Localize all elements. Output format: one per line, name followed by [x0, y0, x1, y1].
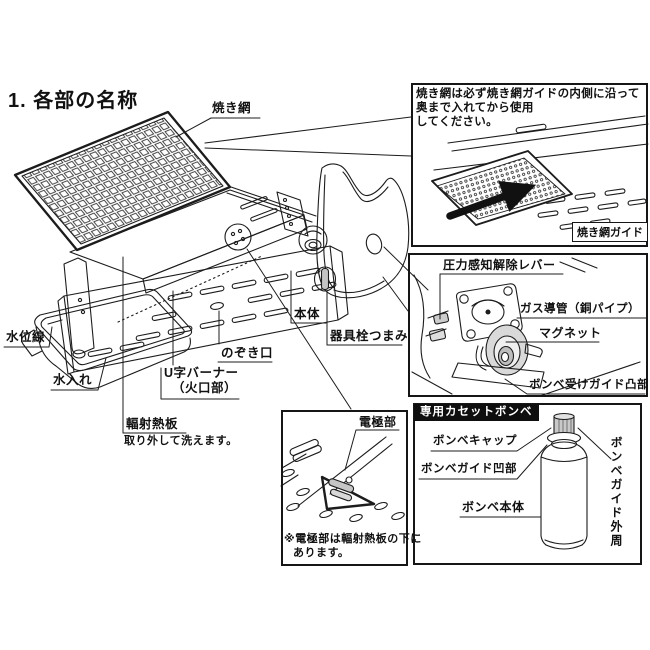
burner-plate-holes: [281, 468, 405, 523]
body-drawing: [57, 245, 349, 375]
grill-net-drawing: [13, 110, 232, 252]
label-cylinder-cap: ボンベキャップ: [433, 435, 517, 447]
label-grill-net-guide: 焼き網ガイド: [572, 222, 648, 242]
vent-slots: [87, 267, 337, 357]
valve-knob-drawing: [313, 266, 337, 292]
label-grill-net: 焼き網: [212, 101, 252, 115]
label-valve-knob: 器具栓つまみ: [330, 329, 409, 343]
electrode-box-illustration: [280, 429, 405, 523]
label-u-burner-sub: （火口部）: [172, 381, 238, 395]
cylinder-leader-lines: [418, 427, 612, 518]
electrode-note-line2: あります。: [293, 547, 350, 559]
label-cylinder-guide-outer: ボンベガイド外周: [609, 436, 623, 548]
grill-guide-detail-box: [411, 83, 648, 247]
gas-pipe-drawing: [475, 345, 490, 371]
label-cylinder-body: ボンベ本体: [462, 500, 525, 514]
grill-guide-note: 焼き網は必ず焼き網ガイドの内側に沿って 奥まで入れてから使用 してください。: [416, 87, 640, 129]
cooker-illustration: [3, 110, 429, 434]
label-cylinder-guide-recess: ボンベガイド凹部: [421, 463, 517, 475]
cartridge-cover-drawing: [316, 163, 410, 299]
valve-box-leader-lines: [439, 273, 647, 395]
cylinder-box-header: 専用カセットボンベ: [414, 404, 539, 421]
grill-guide-note-line3: してください。: [416, 116, 498, 128]
igniter-detail-circle: [224, 223, 252, 251]
valve-box-illustration: [411, 257, 647, 397]
label-magnet: マグネット: [539, 326, 602, 340]
main-leader-lines: [3, 116, 429, 434]
valve-detail-circle: [298, 225, 328, 255]
label-peep-hole: のぞき口: [221, 346, 274, 360]
guide-box-illustration: [431, 115, 649, 230]
label-cylinder-guide: ボンベ受けガイド凸部: [529, 379, 649, 391]
electrode-pins-drawing: [328, 478, 355, 493]
burner-box-drawing: [63, 186, 317, 359]
grill-guide-note-line1: 焼き網は必ず焼き網ガイドの内側に沿って: [416, 88, 640, 100]
label-radiant-plate-note: 取り外して洗えます。: [124, 435, 238, 447]
cylinder-box-illustration: [418, 412, 612, 550]
insert-direction-arrow: [446, 181, 537, 220]
label-radiant-plate: 輻射熱板: [126, 417, 179, 431]
label-electrode: 電極部: [359, 415, 397, 429]
label-u-burner: U字バーナー: [164, 366, 239, 380]
grill-guide-note-line2: 奥まで入れてから使用: [416, 102, 534, 114]
label-water-tray: 水入れ: [53, 373, 93, 387]
label-body: 本体: [294, 307, 321, 321]
electrode-detail-box: [281, 410, 408, 566]
label-water-level-line: 水位線: [6, 330, 46, 344]
electrode-leader-lines: [344, 429, 400, 471]
label-gas-pipe: ガス導管（銅パイプ）: [520, 303, 640, 315]
page-title: 1. 各部の名称: [8, 90, 139, 112]
peep-hole-drawing: [210, 302, 224, 310]
electrode-note-line1: ※電極部は輻射熱板の下に: [284, 533, 422, 545]
water-tray-drawing: [21, 288, 193, 390]
label-pressure-lever: 圧力感知解除レバー: [443, 258, 556, 272]
valve-detail-box: [408, 253, 648, 397]
